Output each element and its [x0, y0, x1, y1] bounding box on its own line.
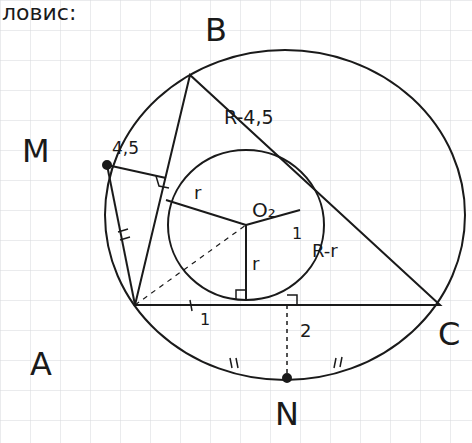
dashed-line — [135, 225, 246, 305]
length-label: R-4,5 — [224, 108, 274, 127]
right-angle-mark — [236, 290, 246, 300]
right-angle-mark — [287, 295, 297, 305]
tick-mark — [236, 358, 238, 368]
tick-mark — [190, 300, 192, 311]
tick-mark — [340, 357, 342, 367]
length-label: R-r — [312, 242, 338, 260]
perpendicular — [286, 305, 288, 378]
length-label: r — [194, 184, 201, 202]
point-label: N — [275, 398, 299, 430]
triangle — [135, 75, 440, 305]
tick-mark — [118, 229, 128, 232]
radius — [245, 225, 247, 300]
segment-m-tangent — [107, 165, 166, 178]
point-label: A — [30, 348, 52, 380]
tick-mark — [230, 358, 232, 368]
point — [103, 161, 111, 169]
center-label: O₂ — [252, 200, 276, 220]
length-label: r — [252, 255, 259, 273]
point-label: B — [205, 14, 227, 46]
inner-circle — [168, 150, 324, 300]
tick-mark — [334, 358, 336, 368]
length-label: 1 — [292, 226, 302, 242]
tick-mark — [120, 237, 130, 240]
point-label: M — [22, 135, 50, 167]
length-label: 4,5 — [112, 140, 139, 157]
point — [283, 374, 291, 382]
right-angle-mark — [156, 176, 169, 188]
point-label: C — [438, 318, 460, 350]
radius — [166, 200, 246, 225]
outer-circle — [105, 50, 465, 380]
length-label: 1 — [200, 312, 210, 328]
segment-ma — [107, 165, 135, 305]
length-label: 2 — [300, 322, 311, 340]
heading: ловис: — [2, 2, 76, 24]
